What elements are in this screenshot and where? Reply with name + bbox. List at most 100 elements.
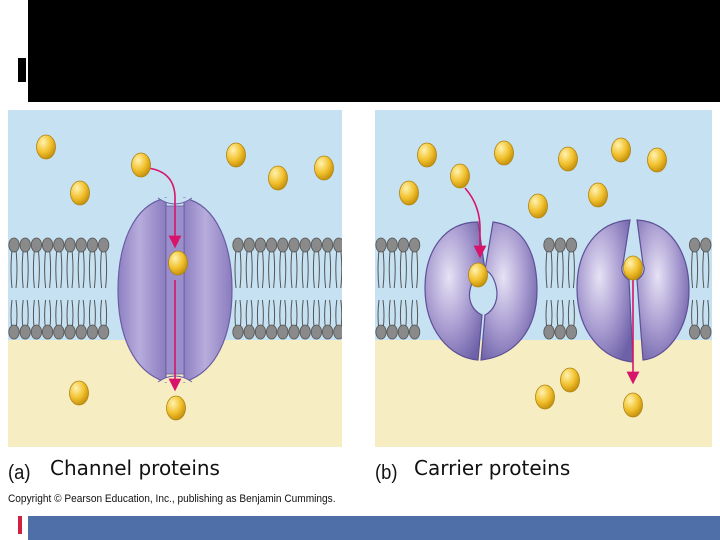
solute-molecule	[69, 380, 89, 406]
lipid-head	[86, 324, 99, 340]
solute-molecule	[226, 142, 246, 168]
solute-molecule	[36, 134, 56, 160]
lipid-tail	[100, 249, 108, 289]
channel-protein-diagram	[8, 110, 342, 447]
solute-molecule	[558, 146, 578, 172]
solute-molecule	[166, 395, 186, 421]
lipid-head	[98, 237, 110, 253]
lipid-head	[554, 324, 566, 340]
panel-b-letter: (b)	[375, 462, 398, 484]
lipid-bilayer	[8, 237, 342, 340]
solute-molecule	[647, 147, 667, 173]
lipid-head	[397, 324, 410, 340]
lipid-head	[700, 324, 712, 340]
lipid-head	[75, 237, 87, 253]
solute-molecule	[611, 137, 631, 163]
lipid-head	[299, 324, 311, 340]
solute-molecule	[560, 367, 580, 393]
solute-molecule	[588, 182, 608, 208]
lipid-head	[277, 237, 289, 253]
lipid-head	[277, 324, 289, 340]
lipid-head	[700, 237, 712, 253]
lipid-head	[64, 237, 76, 253]
lipid-head	[375, 324, 387, 340]
lipid-tail	[702, 249, 710, 289]
lipid-tail	[377, 249, 385, 289]
lipid-head	[408, 237, 421, 253]
lipid-tail	[567, 249, 575, 289]
solute-molecule	[528, 193, 548, 219]
solute-molecules	[399, 137, 667, 418]
lipid-head	[53, 237, 65, 253]
lipid-head	[254, 324, 266, 340]
lipid-head	[565, 237, 577, 253]
lipid-head	[265, 237, 278, 253]
solute-molecule	[168, 250, 188, 276]
slide-title-bar	[28, 0, 720, 102]
lipid-head	[408, 324, 421, 340]
lipid-head	[254, 237, 266, 253]
carrier-arrow-in	[464, 187, 487, 259]
lipid-head	[333, 324, 342, 340]
lipid-head	[8, 324, 20, 340]
diffusion-arrow-in	[147, 167, 182, 249]
channel-protein-panel	[8, 110, 342, 447]
lipid-tail	[388, 249, 396, 289]
lipid-head	[8, 237, 20, 253]
slide-footer-bar	[28, 516, 720, 540]
panel-b-caption: Carrier proteins	[414, 456, 571, 480]
lipid-tail	[21, 249, 29, 289]
lipid-head	[688, 237, 701, 253]
channel-protein	[117, 197, 233, 383]
lipid-tail	[10, 249, 18, 289]
lipid-tail	[556, 249, 564, 289]
lipid-tail	[32, 249, 40, 289]
lipid-head	[397, 237, 410, 253]
lipid-head	[64, 324, 76, 340]
lipid-tail	[691, 249, 699, 289]
lipid-tail	[312, 249, 320, 289]
lipid-head	[543, 324, 555, 340]
carrier-protein-open-inward	[576, 219, 690, 363]
copyright-notice: Copyright © Pearson Education, Inc., pub…	[8, 493, 336, 505]
lipid-tail	[324, 249, 332, 289]
lipid-head	[386, 324, 398, 340]
lipid-head	[321, 324, 334, 340]
lipid-tail	[301, 249, 309, 289]
panel-a-caption: Channel proteins	[50, 456, 220, 480]
solute-molecule	[468, 262, 488, 288]
lipid-head	[41, 324, 54, 340]
lipid-tail	[411, 249, 419, 289]
lipid-tail	[335, 249, 342, 289]
solute-molecule	[268, 165, 288, 191]
lipid-head	[53, 324, 65, 340]
lipid-head	[98, 324, 110, 340]
lipid-head	[386, 237, 398, 253]
solute-molecule	[70, 180, 90, 206]
carrier-protein-panel	[375, 110, 712, 447]
lipid-tail	[545, 249, 553, 289]
lipid-tail	[88, 249, 96, 289]
lipid-bilayer	[375, 237, 712, 340]
carrier-protein-diagram	[375, 110, 712, 447]
lipid-tail	[268, 249, 276, 289]
lipid-head	[288, 237, 300, 253]
solute-molecules	[36, 134, 334, 421]
solute-molecule	[450, 163, 470, 189]
lipid-head	[310, 237, 322, 253]
lipid-head	[19, 324, 31, 340]
lipid-head	[75, 324, 87, 340]
lipid-head	[265, 324, 278, 340]
solute-molecule	[623, 255, 643, 281]
title-bullet-mark	[18, 58, 26, 82]
lipid-head	[243, 324, 255, 340]
lipid-head	[554, 237, 566, 253]
lipid-head	[565, 324, 577, 340]
lipid-head	[375, 237, 387, 253]
solute-molecule	[131, 152, 151, 178]
lipid-tail	[256, 249, 264, 289]
lipid-tail	[44, 249, 52, 289]
carrier-protein-open-outward	[424, 221, 538, 361]
lipid-tail	[290, 249, 298, 289]
solute-molecule	[535, 384, 555, 410]
